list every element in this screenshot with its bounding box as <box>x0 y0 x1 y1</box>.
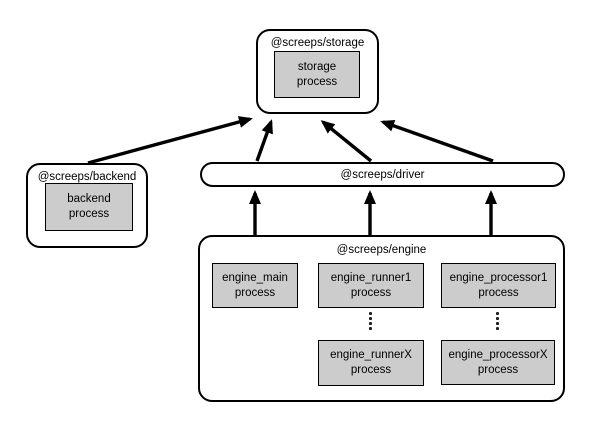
engine-node-title: @screeps/engine <box>336 244 427 256</box>
runner-ellipsis-icon <box>369 312 372 330</box>
engine-runnerX-process-box: engine_runnerX process <box>318 340 424 386</box>
backend-process-label-line1: backend <box>67 193 111 205</box>
storage-process-label-line1: storage <box>297 60 337 73</box>
driver-node: @screeps/driver <box>200 162 565 187</box>
engine-processorX-process-box: engine_processorX process <box>441 340 555 385</box>
engine-processor1-label-line1: engine_processor1 <box>449 271 548 284</box>
backend-process-box: backend process <box>45 183 133 231</box>
storage-process-box: storage process <box>274 51 360 98</box>
arrow-driver-to-storage-left <box>255 119 273 162</box>
engine-runner1-label-line2: process <box>350 286 392 299</box>
engine-processorX-label-line1: engine_processorX <box>448 348 548 361</box>
engine-processor1-label-line2: process <box>478 286 519 299</box>
driver-node-title: @screeps/driver <box>340 168 425 181</box>
backend-process-label-line2: process <box>68 208 110 220</box>
arrow-driver-to-storage-middle <box>320 120 373 163</box>
engine-runner1-label-line1: engine_runner1 <box>330 271 412 284</box>
backend-node-title: @screeps/backend <box>37 171 137 183</box>
engine-runnerX-label-line1: engine_runnerX <box>330 349 412 361</box>
engine-main-label-line2: process <box>234 286 276 299</box>
engine-runner1-process-box: engine_runner1 process <box>318 263 424 308</box>
storage-process-label-line2: process <box>296 75 338 88</box>
engine-processor1-process-box: engine_processor1 process <box>441 263 556 308</box>
processor-ellipsis-icon <box>496 312 499 330</box>
engine-processorX-label-line2: process <box>477 363 519 376</box>
engine-main-label-line1: engine_main <box>222 271 288 284</box>
arrow-backend-to-storage <box>87 116 253 165</box>
storage-node-title: @screeps/storage <box>270 37 365 49</box>
engine-main-process-box: engine_main process <box>212 263 298 308</box>
engine-runnerX-label-line2: process <box>350 364 392 376</box>
arrow-driver-to-storage-right <box>380 120 494 163</box>
